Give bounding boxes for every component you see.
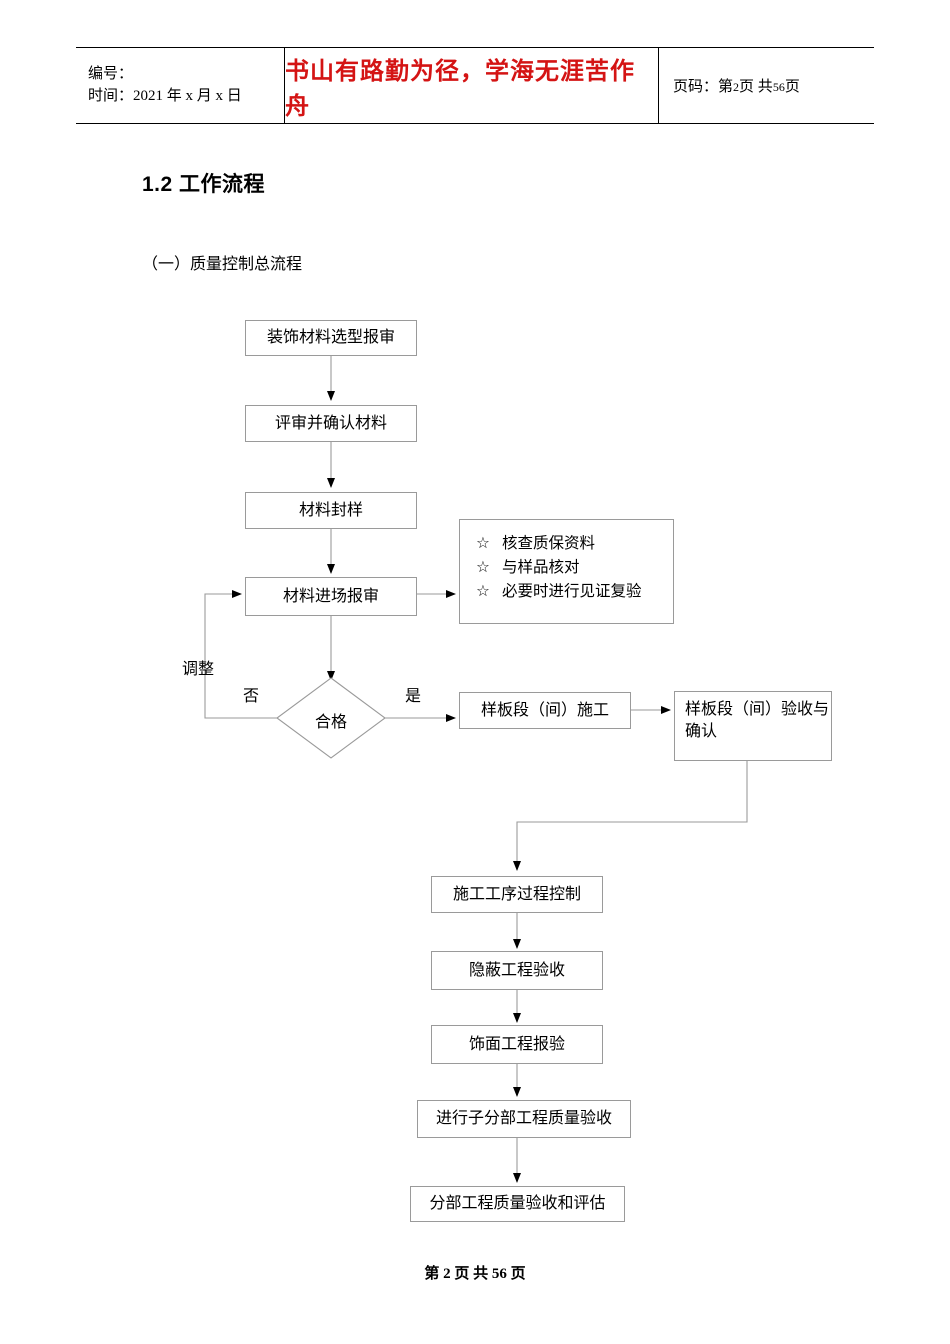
- flow-node-division-quality-acceptance-evaluation[interactable]: 分部工程质量验收和评估: [410, 1186, 625, 1222]
- header-time-label: 时间：: [88, 87, 134, 104]
- flow-node-material-entry-review[interactable]: 材料进场报审: [245, 577, 417, 616]
- header-page-total-prefix: 共: [757, 79, 773, 95]
- flow-node-process-control[interactable]: 施工工序过程控制: [431, 876, 603, 913]
- header-page-current-prefix: 第: [718, 79, 734, 95]
- header-motto-text: 书山有路勤为径，学海无涯苦作舟: [285, 58, 635, 120]
- flow-node-concealed-works-acceptance[interactable]: 隐蔽工程验收: [431, 951, 603, 990]
- flow-node-material-selection-review[interactable]: 装饰材料选型报审: [245, 320, 417, 356]
- star-icon: ☆: [476, 559, 490, 577]
- footer-page-suffix: 页: [454, 1266, 470, 1282]
- header-page-current: 2: [733, 80, 740, 94]
- flow-node-finish-works-inspection[interactable]: 饰面工程报验: [431, 1025, 603, 1064]
- footer-total-number: 56: [491, 1266, 507, 1282]
- footer-page-prefix: 第: [424, 1266, 440, 1282]
- flow-node-material-sealing[interactable]: 材料封样: [245, 492, 417, 529]
- header-time-row: 时间：2021 年 x 月 x 日: [88, 86, 284, 108]
- footer-total-prefix: 共: [473, 1266, 489, 1282]
- note-item-text: 必要时进行见证复验: [502, 583, 642, 601]
- page-title: 1.2 工作流程: [142, 173, 266, 196]
- note-item-row: ☆ 核查质保资料: [476, 532, 673, 556]
- header-page-label: 页码：: [673, 79, 719, 95]
- header-page-total: 56: [772, 80, 785, 94]
- note-item-row: ☆ 与样品核对: [476, 556, 673, 580]
- flow-node-qualified-label: 合格: [314, 714, 347, 731]
- note-item-text: 与样品核对: [502, 559, 580, 577]
- header-cell-id-time: 编号： 时间：2021 年 x 月 x 日: [76, 48, 284, 123]
- edge-label-no: 否: [243, 688, 260, 705]
- flow-node-review-confirm-material[interactable]: 评审并确认材料: [245, 405, 417, 442]
- footer-total-suffix: 页: [510, 1266, 526, 1282]
- edge-label-adjust: 调整: [182, 661, 215, 678]
- star-icon: ☆: [476, 583, 490, 601]
- note-item-text: 核查质保资料: [502, 535, 596, 552]
- section-subtitle: （一）质量控制总流程: [142, 256, 303, 273]
- note-item-row: ☆ 必要时进行见证复验: [476, 580, 673, 604]
- header-page-current-suffix: 页: [739, 79, 755, 95]
- header-pagination: 页码：第2页 共56页: [673, 75, 874, 96]
- page-footer: 第 2 页 共 56 页: [0, 1262, 950, 1283]
- header-cell-motto: 书山有路勤为径，学海无涯苦作舟: [284, 48, 659, 123]
- footer-page-number: 2: [443, 1266, 451, 1282]
- header-cell-pagination: 页码：第2页 共56页: [659, 48, 874, 123]
- flow-node-sample-section-construction[interactable]: 样板段（间）施工: [459, 692, 631, 729]
- header-time-value: 2021 年 x 月 x 日: [133, 87, 242, 104]
- header-id-label: 编号：: [88, 65, 134, 82]
- flow-node-sample-section-acceptance[interactable]: 样板段（间）验收与确认: [674, 691, 832, 761]
- header-page-total-suffix: 页: [784, 79, 800, 95]
- star-icon: ☆: [476, 535, 490, 552]
- flow-note-box-material-checks: ☆ 核查质保资料 ☆ 与样品核对 ☆ 必要时进行见证复验: [459, 519, 674, 624]
- flow-node-sub-division-quality-acceptance[interactable]: 进行子分部工程质量验收: [417, 1100, 631, 1138]
- page-header-table: 编号： 时间：2021 年 x 月 x 日 书山有路勤为径，学海无涯苦作舟 页码…: [76, 47, 874, 124]
- edge-label-yes: 是: [405, 688, 422, 705]
